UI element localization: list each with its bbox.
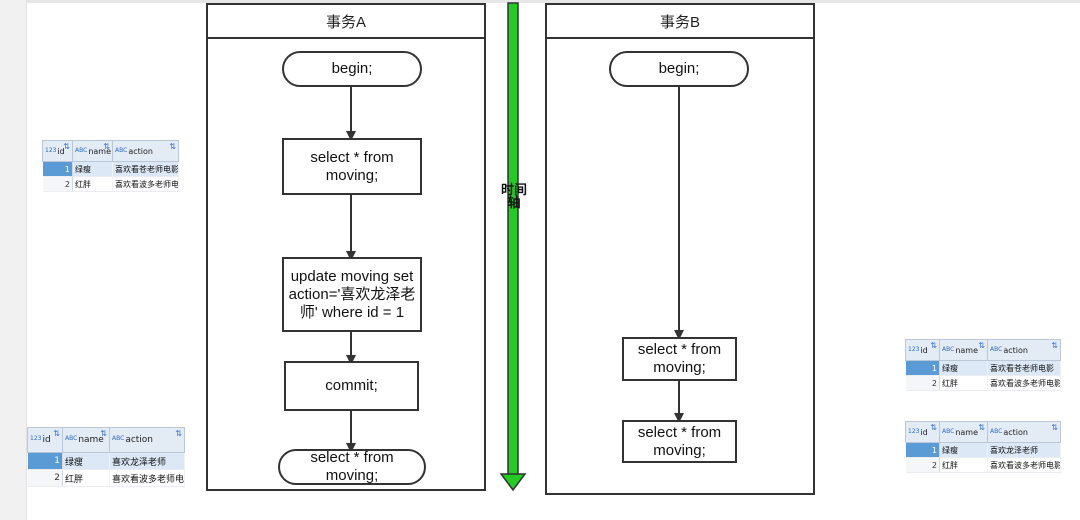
- time-axis-shaft: [507, 2, 519, 476]
- column-header-id[interactable]: 123id⇅: [905, 421, 940, 443]
- table-row[interactable]: 1 绿瘦 喜欢看苍老师电影: [905, 360, 1061, 376]
- b-select-node: select * from moving;: [622, 337, 737, 381]
- sort-icon: ⇅: [103, 142, 110, 151]
- sort-icon: ⇅: [1051, 423, 1058, 432]
- column-header-name[interactable]: ABCname⇅: [939, 421, 988, 443]
- column-header-name[interactable]: ABCname⇅: [939, 339, 988, 361]
- transaction-a-lane: 事务A: [206, 3, 486, 491]
- column-header-name[interactable]: ABCname⇅: [72, 140, 113, 162]
- column-header-action[interactable]: ABCaction⇅: [109, 427, 185, 453]
- table-row[interactable]: 1 绿瘦 喜欢看苍老师电影: [42, 161, 179, 177]
- time-axis-label: 时间轴: [500, 182, 527, 210]
- time-axis-arrow: [499, 2, 527, 492]
- column-header-action[interactable]: ABCaction⇅: [112, 140, 179, 162]
- result-grid-b-second-select: 123id⇅ ABCname⇅ ABCaction⇅ 1 绿瘦 喜欢龙泽老师 2…: [905, 421, 1061, 473]
- left-margin-strip: [0, 0, 27, 520]
- sort-icon: ⇅: [978, 423, 985, 432]
- sort-icon: ⇅: [53, 429, 60, 438]
- sort-icon: ⇅: [63, 142, 70, 151]
- table-row[interactable]: 2 红胖 喜欢看波多老师电影: [42, 176, 179, 192]
- table-row[interactable]: 1 绿瘦 喜欢龙泽老师: [27, 452, 185, 470]
- transaction-b-title: 事务B: [547, 5, 813, 39]
- top-border: [0, 0, 1080, 3]
- b-begin-node: begin;: [609, 51, 749, 87]
- a-begin-node: begin;: [282, 51, 422, 87]
- sort-icon: ⇅: [930, 423, 937, 432]
- column-header-action[interactable]: ABCaction⇅: [987, 339, 1061, 361]
- sort-icon: ⇅: [100, 429, 107, 438]
- a-final-select-node: select * from moving;: [278, 449, 426, 485]
- result-grid-final-a: 123id⇅ ABCname⇅ ABCaction⇅ 1 绿瘦 喜欢龙泽老师 2…: [27, 427, 185, 487]
- sort-icon: ⇅: [930, 341, 937, 350]
- sort-icon: ⇅: [978, 341, 985, 350]
- a-commit-node: commit;: [284, 361, 419, 411]
- result-grid-initial-a: 123id⇅ ABCname⇅ ABCaction⇅ 1 绿瘦 喜欢看苍老师电影…: [42, 140, 179, 192]
- a-select-node: select * from moving;: [282, 138, 422, 195]
- table-row[interactable]: 2 红胖 喜欢看波多老师电影: [27, 469, 185, 487]
- a-update-node: update moving set action='喜欢龙泽老师' where …: [282, 257, 422, 332]
- column-header-id[interactable]: 123id⇅: [42, 140, 73, 162]
- column-header-name[interactable]: ABCname⇅: [62, 427, 110, 453]
- time-axis-head: [499, 473, 527, 492]
- column-header-action[interactable]: ABCaction⇅: [987, 421, 1061, 443]
- column-header-id[interactable]: 123id⇅: [905, 339, 940, 361]
- transaction-a-title: 事务A: [208, 5, 484, 39]
- table-row[interactable]: 2 红胖 喜欢看波多老师电影: [905, 457, 1061, 473]
- result-grid-b-first-select: 123id⇅ ABCname⇅ ABCaction⇅ 1 绿瘦 喜欢看苍老师电影…: [905, 339, 1061, 391]
- sort-icon: ⇅: [1051, 341, 1058, 350]
- b-second-select-node: select * from moving;: [622, 420, 737, 463]
- sort-icon: ⇅: [175, 429, 182, 438]
- column-header-id[interactable]: 123id⇅: [27, 427, 63, 453]
- transaction-b-lane: 事务B: [545, 3, 815, 495]
- table-row[interactable]: 2 红胖 喜欢看波多老师电影: [905, 375, 1061, 391]
- table-row[interactable]: 1 绿瘦 喜欢龙泽老师: [905, 442, 1061, 458]
- sort-icon: ⇅: [169, 142, 176, 151]
